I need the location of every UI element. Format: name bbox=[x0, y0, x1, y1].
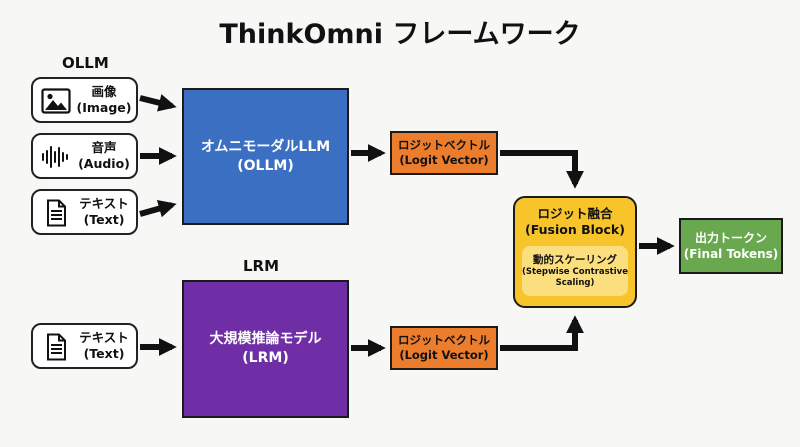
image-icon bbox=[41, 88, 71, 114]
fusion-title: ロジット融合 (Fusion Block) bbox=[525, 206, 625, 237]
dynamic-scaling-box: 動的スケーリング (Stepwise Contrastive Scaling) bbox=[522, 246, 628, 296]
lrm-name: 大規模推論モデル bbox=[209, 331, 322, 347]
input-text-lrm-label: テキスト (Text) bbox=[79, 330, 129, 361]
input-image-label: 画像 (Image) bbox=[76, 84, 132, 115]
input-text-ollm-box: テキスト (Text) bbox=[31, 189, 138, 235]
arrow-logit-top-to-fusion bbox=[500, 150, 584, 189]
output-tokens-box: 出力トークン (Final Tokens) bbox=[679, 218, 783, 274]
input-image-box: 画像 (Image) bbox=[31, 77, 138, 123]
document-icon bbox=[47, 199, 66, 227]
ollm-section-label: OLLM bbox=[62, 54, 109, 72]
input-audio-box: 音声 (Audio) bbox=[31, 133, 138, 179]
lrm-model-box: 大規模推論モデル (LRM) bbox=[182, 280, 349, 418]
logit-vector-ollm-box: ロジットベクトル (Logit Vector) bbox=[390, 131, 498, 175]
document-icon bbox=[47, 333, 66, 361]
audio-waveform-icon bbox=[42, 146, 68, 168]
arrow-text-to-ollm bbox=[139, 199, 177, 218]
lrm-abbrev: (LRM) bbox=[242, 350, 289, 366]
ollm-name: オムニモーダルLLM bbox=[200, 138, 331, 155]
arrow-image-to-ollm bbox=[139, 94, 177, 112]
fusion-block: ロジット融合 (Fusion Block) 動的スケーリング (Stepwise… bbox=[513, 196, 637, 308]
input-audio-label: 音声 (Audio) bbox=[78, 140, 130, 171]
arrow-logit-bottom-to-fusion bbox=[500, 315, 584, 351]
ollm-model-box: オムニモーダルLLM (OLLM) bbox=[182, 88, 349, 225]
input-text-ollm-label: テキスト (Text) bbox=[79, 196, 129, 227]
ollm-abbrev: (OLLM) bbox=[237, 157, 294, 174]
logit-vector-lrm-box: ロジットベクトル (Logit Vector) bbox=[390, 326, 498, 370]
lrm-section-label: LRM bbox=[243, 257, 280, 275]
input-text-lrm-box: テキスト (Text) bbox=[31, 323, 138, 369]
diagram-title: ThinkOmni フレームワーク bbox=[219, 19, 581, 50]
